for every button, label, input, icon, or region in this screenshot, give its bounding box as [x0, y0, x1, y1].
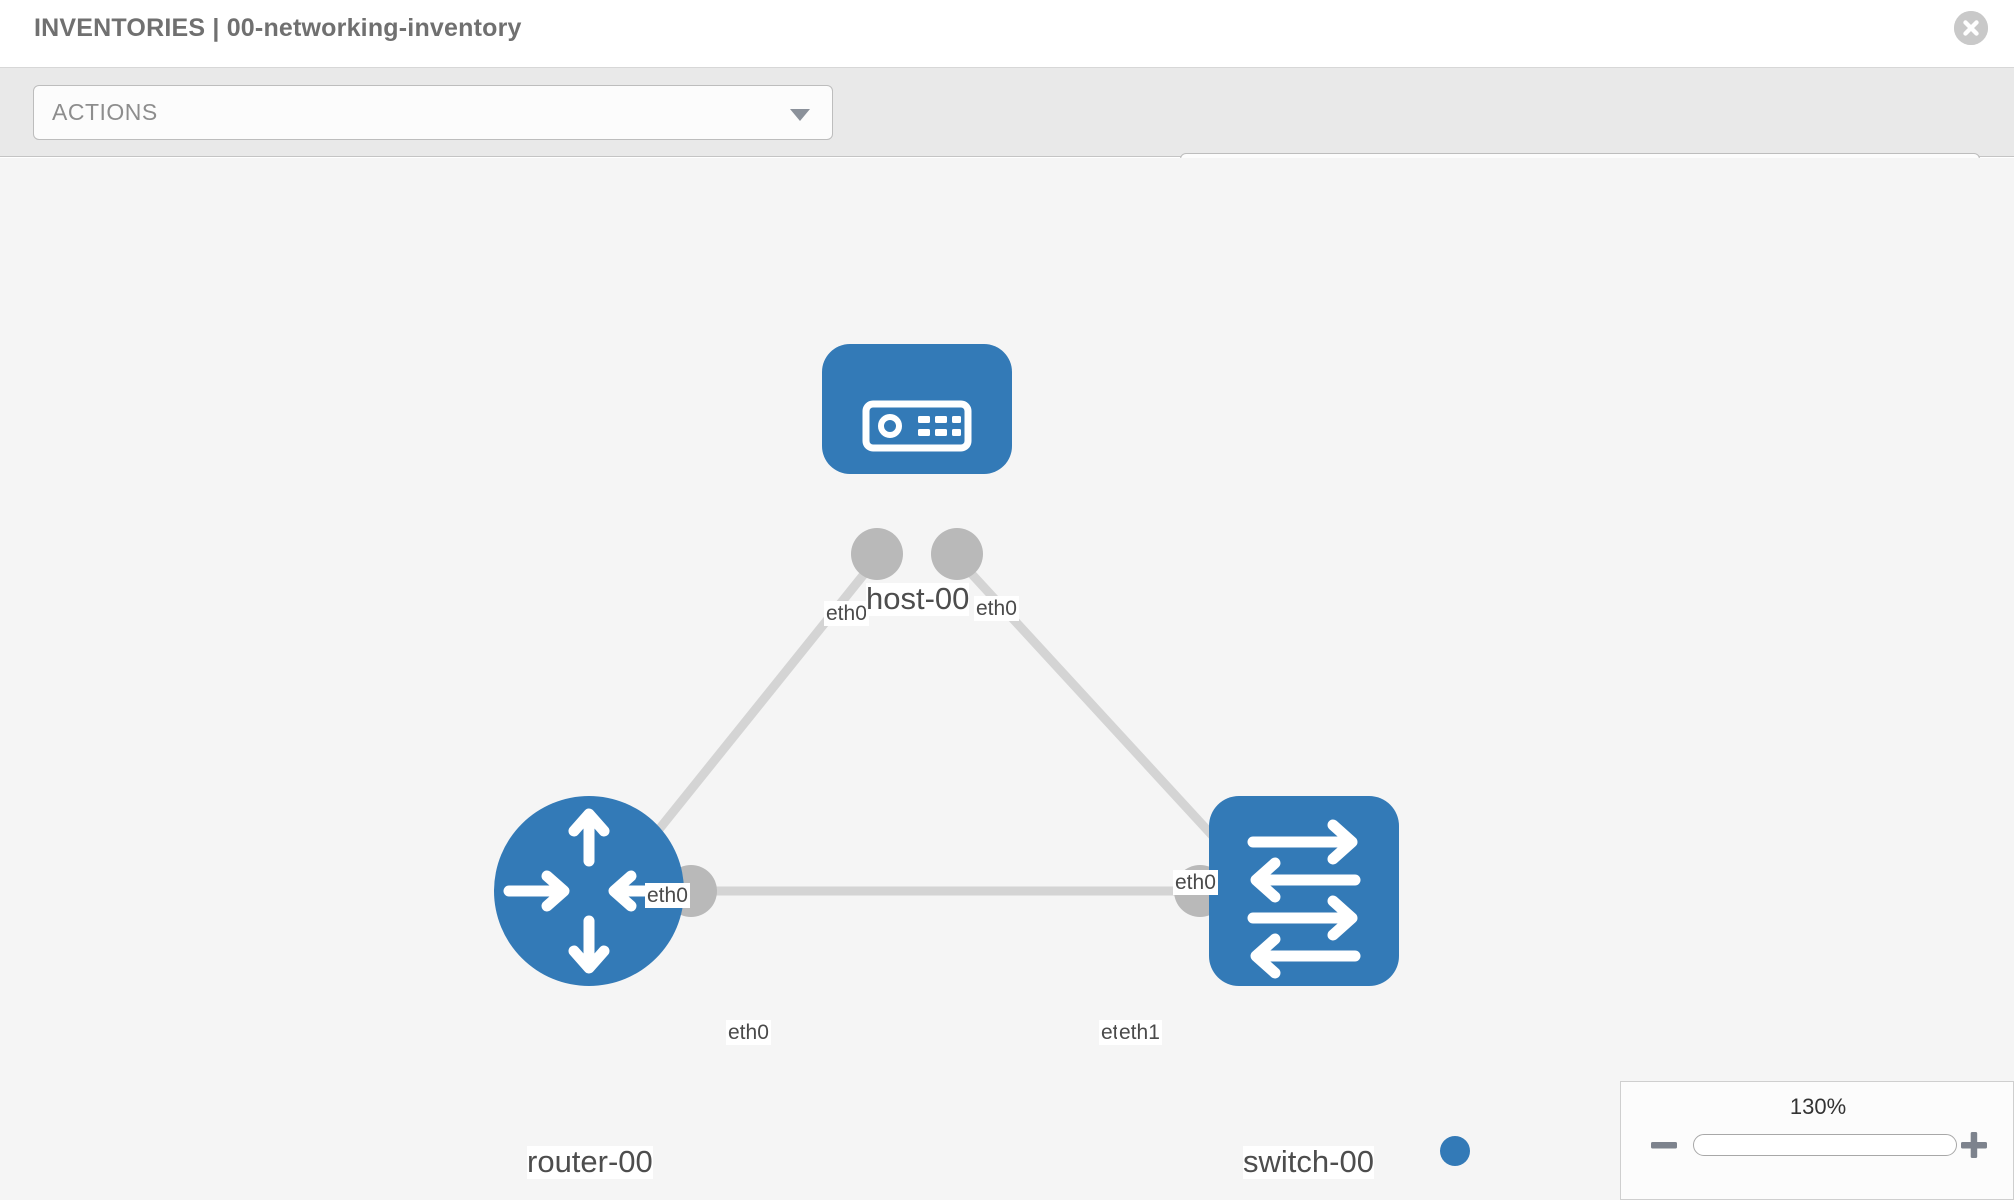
node-switch-00[interactable]	[1209, 796, 1399, 986]
actions-dropdown-label: ACTIONS	[52, 99, 158, 125]
interface-label-router00-uplink: eth0	[645, 883, 690, 909]
toolbar: ACTIONS SEARCH	[0, 68, 2014, 208]
chevron-down-icon	[790, 109, 810, 121]
node-router-00[interactable]	[494, 796, 684, 986]
actions-dropdown[interactable]: ACTIONS	[33, 85, 833, 140]
interface-label-host00-right: eth0	[974, 596, 1019, 622]
page-title: INVENTORIES | 00-networking-inventory	[34, 14, 522, 42]
topology-graph	[494, 344, 1399, 986]
plus-icon[interactable]	[1959, 1130, 1989, 1160]
topology-canvas[interactable]: eth0 eth0 eth0 eth0 eth0 eth0 eth1 host-…	[0, 158, 2014, 1200]
zoom-slider[interactable]	[1693, 1134, 1957, 1156]
switch-arrows-icon	[1247, 819, 1361, 979]
node-label-host-00: host-00	[866, 581, 970, 616]
node-label-router-00: router-00	[527, 1144, 653, 1179]
node-label-switch-00: switch-00	[1243, 1144, 1374, 1179]
server-icon	[862, 400, 972, 452]
interface-label-host00-left: eth0	[824, 601, 869, 627]
interface-label-switch00-trunk: eth1	[1117, 1020, 1162, 1046]
zoom-level-label: 130%	[1789, 1094, 1847, 1119]
zoom-control-panel: 130%	[1620, 1081, 2014, 1200]
interface-handle[interactable]	[851, 528, 903, 580]
interface-label-router00-trunk: eth0	[726, 1020, 771, 1046]
node-host-00[interactable]	[822, 344, 1012, 474]
close-icon[interactable]	[1954, 11, 1988, 45]
interface-label-switch00-uplink: eth0	[1173, 870, 1218, 896]
minus-icon[interactable]	[1649, 1130, 1679, 1160]
page-header: INVENTORIES | 00-networking-inventory	[0, 0, 2014, 68]
zoom-slider-thumb[interactable]	[1440, 1136, 1470, 1166]
interface-handle[interactable]	[931, 528, 983, 580]
